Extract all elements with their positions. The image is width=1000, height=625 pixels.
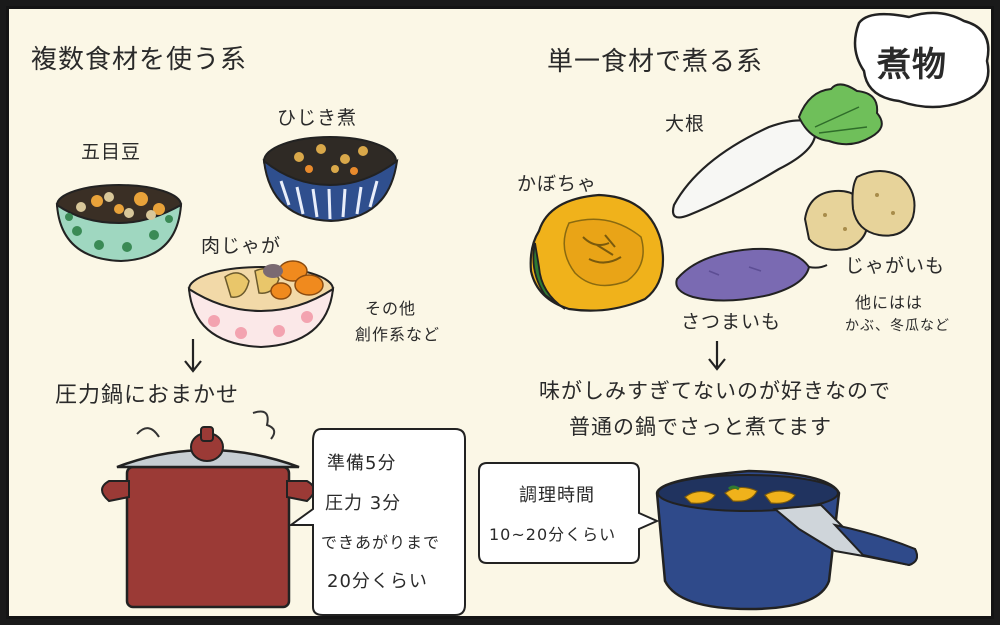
right-bubble	[478, 462, 660, 564]
hijiki-bowl	[262, 136, 399, 223]
label-daikon: 大根	[665, 113, 706, 135]
left-bubble-line-3: できあがりまで	[321, 533, 441, 552]
right-heading: 単一食材で煮る系	[547, 47, 764, 77]
label-kabocha: かぼちゃ	[517, 173, 598, 195]
title-badge-cloud	[853, 11, 990, 109]
cooking-pot	[655, 469, 918, 611]
title-badge: 煮物	[877, 45, 947, 85]
illustration-art	[55, 11, 990, 616]
pressure-cooker	[101, 410, 315, 609]
label-others-right-2: かぶ、冬瓜など	[845, 318, 950, 334]
illustration-panel: 煮物 複数食材を使う系 五目豆 ひじき煮 肉じゃが その他 創作系など 圧力鍋に…	[6, 6, 994, 619]
nikujaga-bowl	[187, 260, 335, 349]
jagaimo	[803, 170, 916, 251]
satsumaimo	[675, 247, 828, 302]
left-bubble-line-1: 準備5分	[327, 453, 397, 474]
left-heading: 複数食材を使う系	[31, 45, 248, 75]
daikon	[671, 83, 883, 219]
right-note-line-2: 普通の鍋でさっと煮てます	[569, 415, 832, 439]
right-bubble-line-1: 調理時間	[519, 485, 595, 506]
right-arrow	[708, 341, 726, 371]
left-bubble-line-2: 圧力 3分	[325, 493, 402, 514]
gomoku-bowl	[55, 184, 183, 263]
label-gomoku-mame: 五目豆	[81, 141, 142, 163]
label-nikujaga: 肉じゃが	[201, 235, 282, 257]
right-bubble-line-2: 10~20分くらい	[489, 525, 617, 544]
label-hijiki: ひじき煮	[277, 107, 358, 129]
left-arrow	[184, 339, 202, 373]
label-others-1: その他	[365, 299, 417, 318]
label-jagaimo: じゃがいも	[845, 255, 946, 277]
right-note-line-1: 味がしみすぎてないのが好きなので	[539, 379, 891, 403]
left-bubble	[287, 428, 466, 616]
left-bubble-line-4: 20分くらい	[327, 571, 428, 592]
left-method: 圧力鍋におまかせ	[55, 383, 240, 408]
label-others-2: 創作系など	[355, 325, 441, 344]
label-others-right-1: 他にはは	[855, 293, 924, 312]
kabocha	[529, 193, 665, 312]
label-satsumaimo: さつまいも	[681, 311, 782, 333]
